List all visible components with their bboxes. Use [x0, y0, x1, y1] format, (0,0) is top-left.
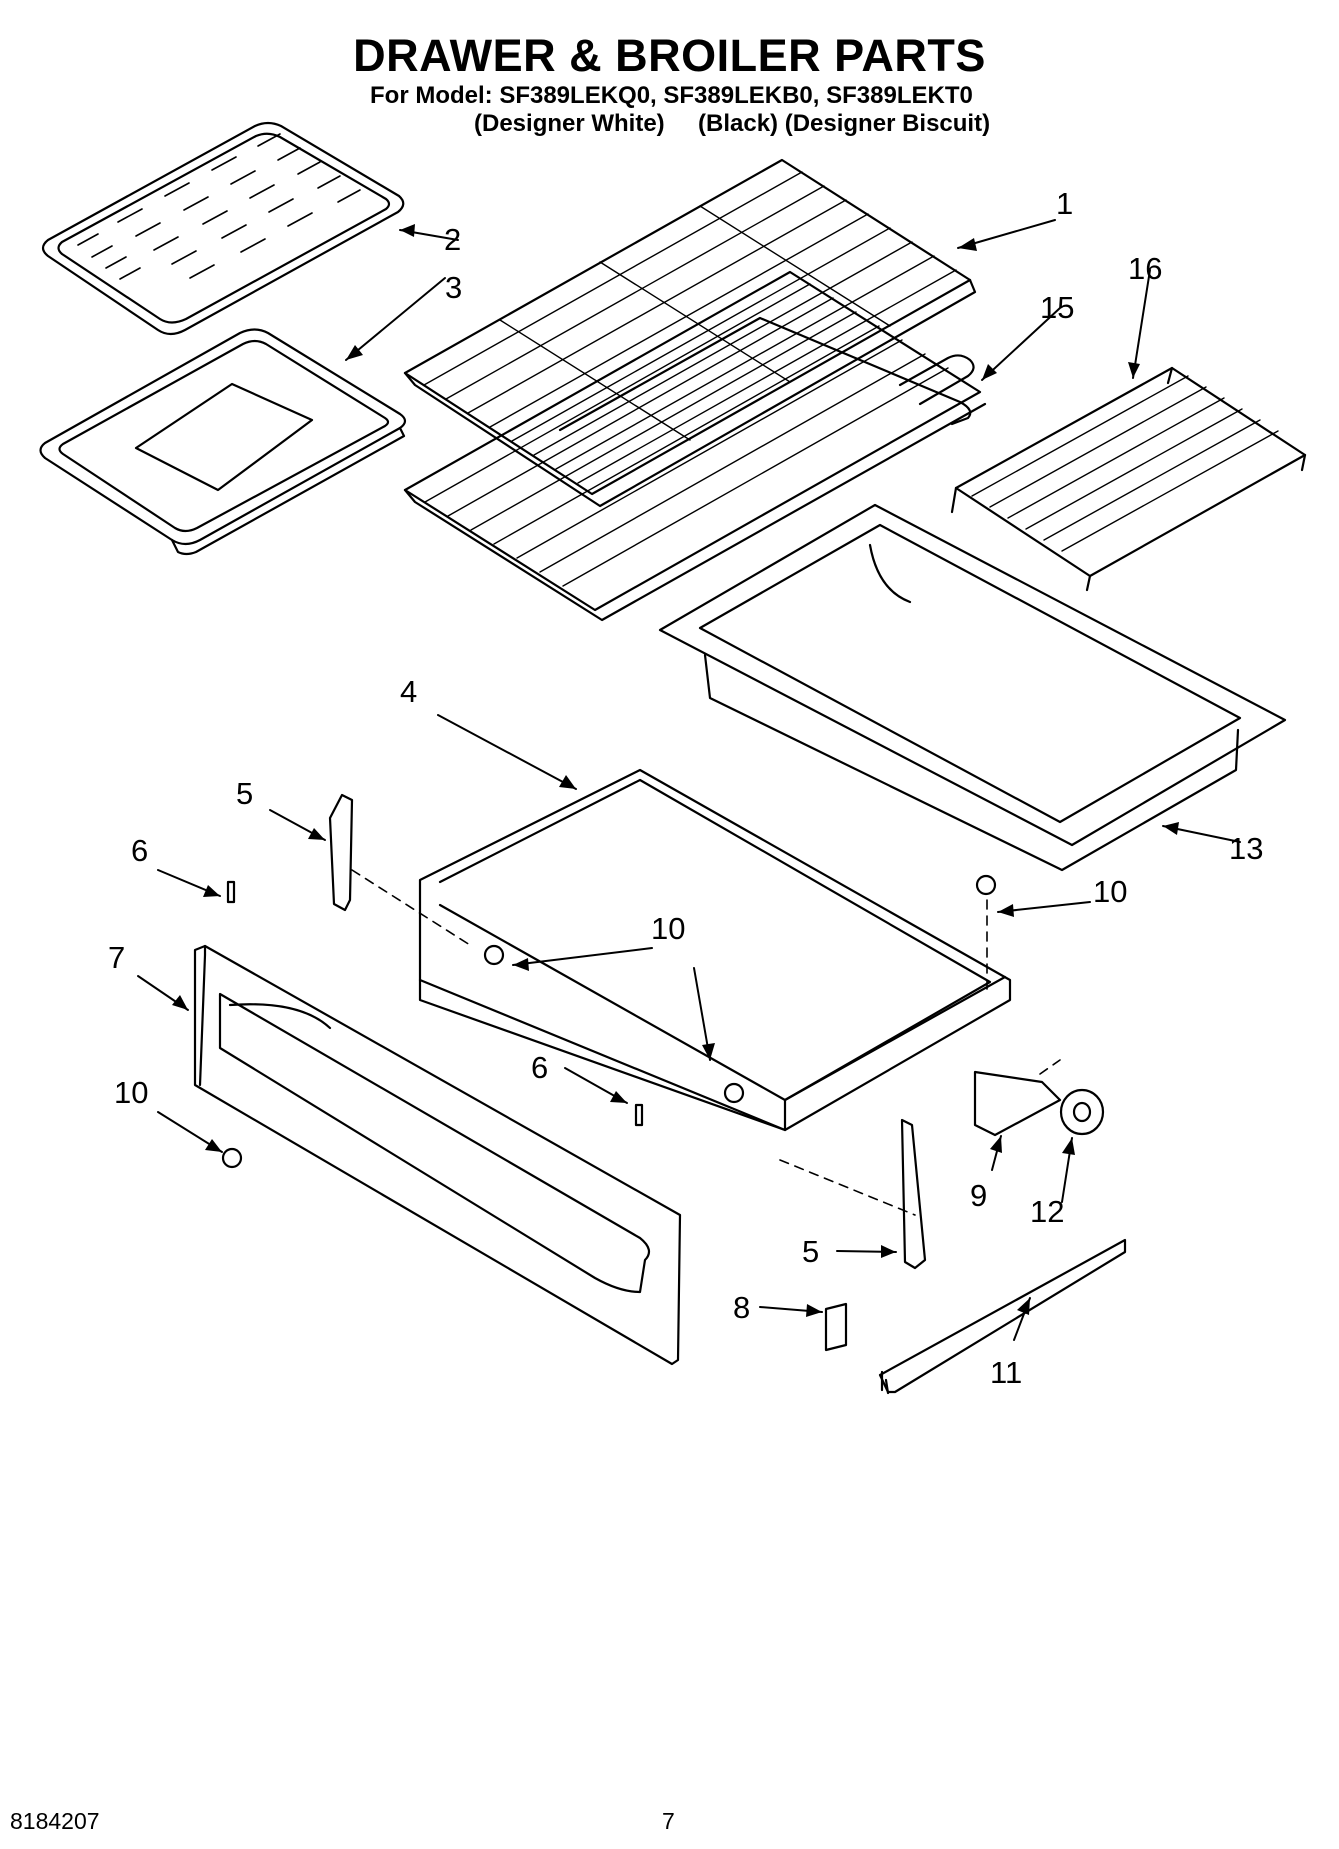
bracket-part [973, 1070, 1062, 1137]
document-number: 8184207 [10, 1808, 100, 1834]
oven-rack-part [403, 158, 977, 508]
callout-5: 5 [236, 776, 253, 811]
model-line: For Model: SF389LEKQ0, SF389LEKB0, SF389… [370, 82, 973, 109]
callout-7: 7 [108, 940, 125, 975]
color-variants-line: (Designer White) (Black) (Designer Biscu… [474, 110, 991, 137]
callout-1: 1 [1056, 186, 1073, 221]
callout-10-b: 10 [1093, 874, 1127, 909]
callout-10-c: 10 [114, 1075, 148, 1110]
callout-3: 3 [445, 270, 462, 305]
drawer-front-part [193, 944, 682, 1366]
broiler-grid-part [41, 121, 405, 336]
callout-9: 9 [970, 1178, 987, 1213]
stud-part [226, 880, 644, 1127]
callout-6-b: 6 [531, 1050, 548, 1085]
callout-6: 6 [131, 833, 148, 868]
callout-5-b: 5 [802, 1234, 819, 1269]
page-number: 7 [662, 1808, 675, 1834]
drawer-slide-part [328, 793, 927, 1270]
storage-drawer-part [418, 768, 1012, 1132]
screw-part [221, 874, 997, 1169]
page-title: DRAWER & BROILER PARTS [353, 30, 986, 81]
wheel-part [1059, 1088, 1105, 1136]
callout-11: 11 [990, 1355, 1022, 1390]
lower-rack-part [403, 270, 987, 622]
callout-16: 16 [1128, 251, 1162, 286]
callout-15: 15 [1040, 290, 1074, 325]
broiler-pan-part [39, 328, 407, 556]
callout-2: 2 [444, 222, 461, 257]
callout-12: 12 [1030, 1194, 1064, 1229]
rack-support-part [950, 366, 1307, 592]
callout-10-a: 10 [651, 911, 685, 946]
callout-4: 4 [400, 674, 417, 709]
callout-8: 8 [733, 1290, 750, 1325]
drawer-liner-part [658, 503, 1287, 872]
clip-part [824, 1302, 848, 1352]
callout-13: 13 [1229, 831, 1263, 866]
